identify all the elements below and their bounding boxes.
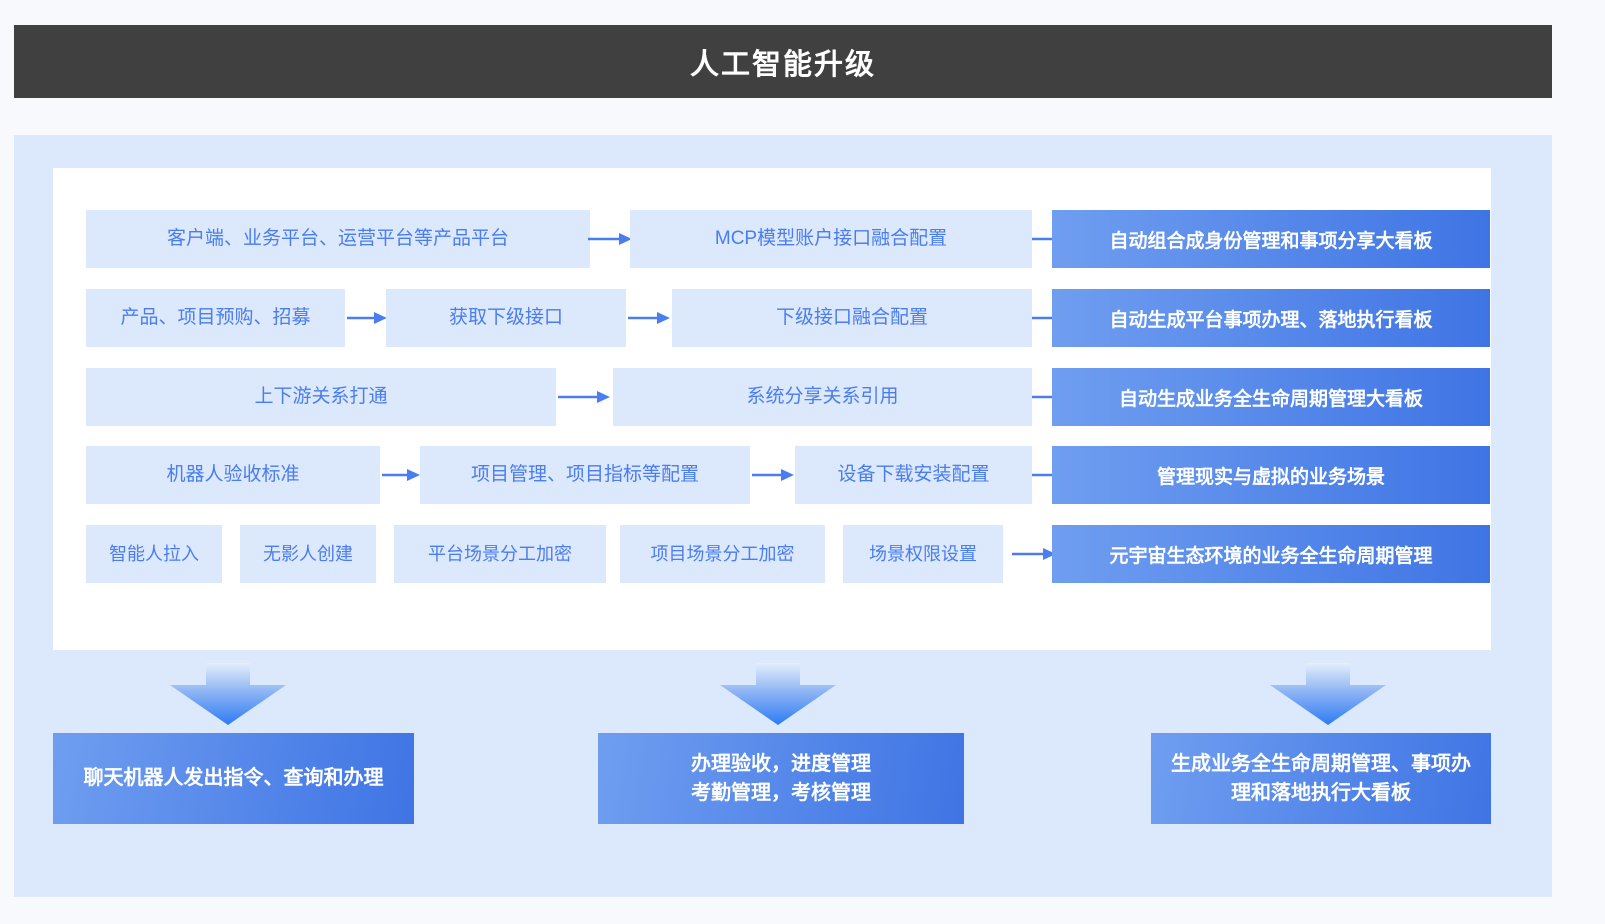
result-box[interactable]: 生成业务全生命周期管理、事项办 理和落地执行大看板 [1151,733,1491,824]
flow-output[interactable]: 自动组合成身份管理和事项分享大看板 [1052,210,1490,268]
page-title: 人工智能升级 [689,48,876,81]
arrow-right-icon [752,446,794,504]
arrow-right-icon [382,446,420,504]
arrow-right-icon [628,289,670,347]
arrow-down-icon [718,663,838,725]
arrow-right-icon [558,368,610,426]
flow-node[interactable]: 项目管理、项目指标等配置 [420,446,750,504]
flow-node[interactable]: 上下游关系打通 [86,368,556,426]
flow-node[interactable]: 下级接口融合配置 [672,289,1032,347]
arrow-down-icon [1268,663,1388,725]
result-text: 生成业务全生命周期管理、事项办 理和落地执行大看板 [1171,752,1471,804]
page-header: 人工智能升级 [14,25,1552,98]
result-box[interactable]: 聊天机器人发出指令、查询和办理 [53,733,414,824]
flow-node[interactable]: 机器人验收标准 [86,446,380,504]
result-text: 办理验收，进度管理 考勤管理，考核管理 [691,752,871,804]
flow-output[interactable]: 自动生成平台事项办理、落地执行看板 [1052,289,1490,347]
arrow-right-icon [1012,525,1056,583]
flow-node[interactable]: 项目场景分工加密 [620,525,825,583]
flow-output[interactable]: 元宇宙生态环境的业务全生命周期管理 [1052,525,1490,583]
result-box[interactable]: 办理验收，进度管理 考勤管理，考核管理 [598,733,964,824]
flow-node[interactable]: 智能人拉入 [86,525,222,583]
arrow-right-icon [347,289,387,347]
flow-node[interactable]: 客户端、业务平台、运营平台等产品平台 [86,210,590,268]
arrow-right-icon [588,210,632,268]
flow-node[interactable]: 系统分享关系引用 [613,368,1032,426]
flow-node[interactable]: MCP模型账户接口融合配置 [630,210,1032,268]
flow-output[interactable]: 管理现实与虚拟的业务场景 [1052,446,1490,504]
flow-node[interactable]: 无影人创建 [240,525,376,583]
arrow-down-icon [168,663,288,725]
flow-node[interactable]: 获取下级接口 [386,289,626,347]
flow-node[interactable]: 场景权限设置 [843,525,1003,583]
flow-output[interactable]: 自动生成业务全生命周期管理大看板 [1052,368,1490,426]
flow-node[interactable]: 平台场景分工加密 [394,525,606,583]
flow-node[interactable]: 设备下载安装配置 [795,446,1032,504]
result-text: 聊天机器人发出指令、查询和办理 [83,767,384,789]
flow-node[interactable]: 产品、项目预购、招募 [86,289,345,347]
